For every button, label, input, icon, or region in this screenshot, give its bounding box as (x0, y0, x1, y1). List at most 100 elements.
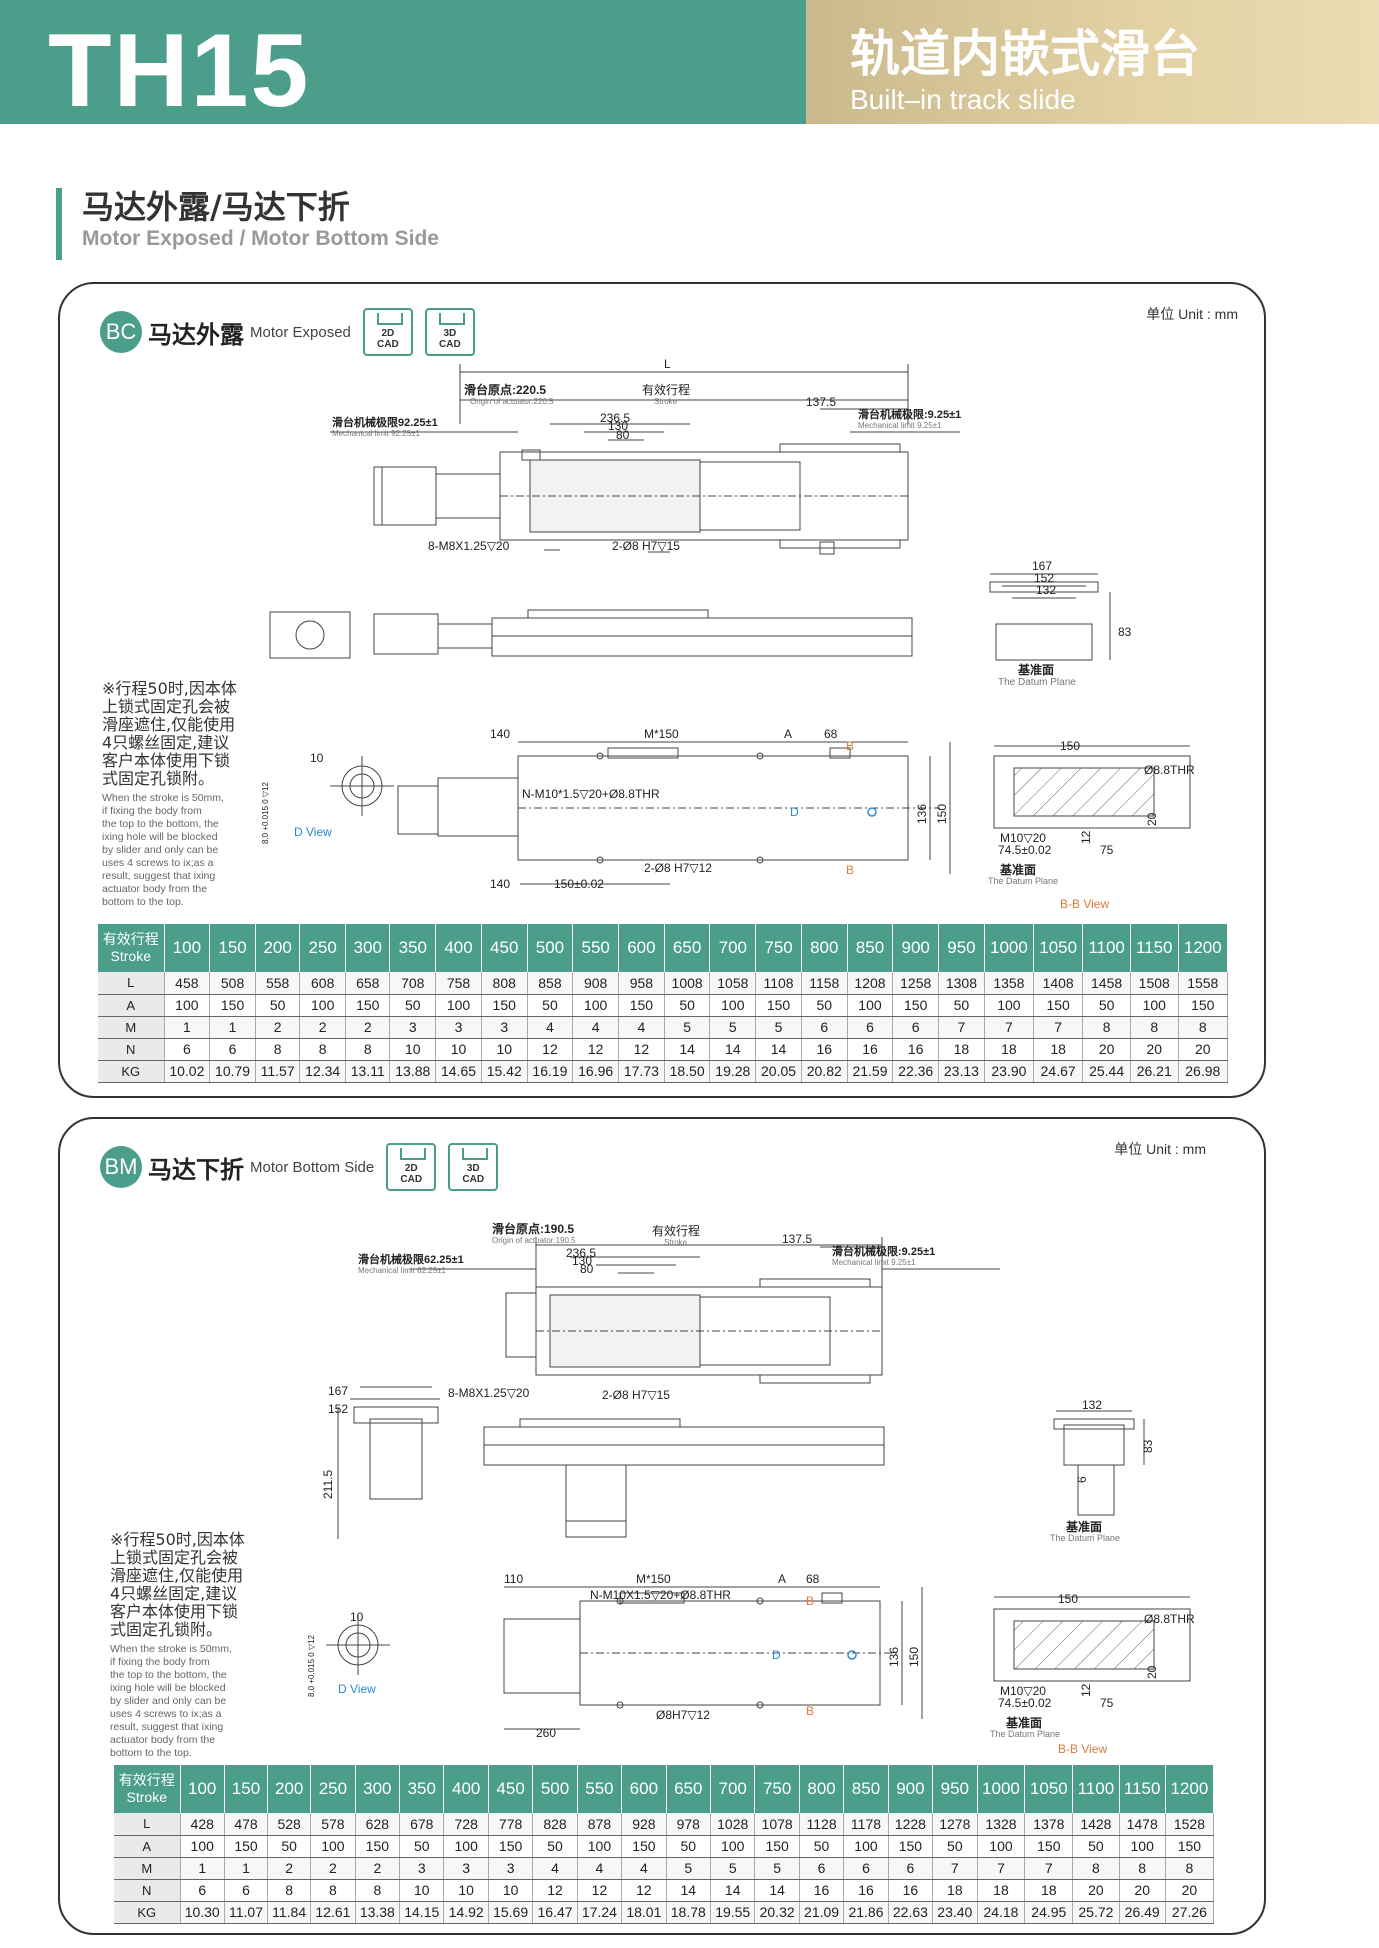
stroke-column-header: 200 (267, 1765, 312, 1813)
table-cell: 10 (389, 1038, 437, 1061)
table-cell: 8 (345, 1038, 391, 1061)
table-cell: 4 (527, 1016, 574, 1039)
table-cell: 21.09 (799, 1901, 845, 1924)
table-cell: 14 (664, 1038, 711, 1061)
table-cell: 10.02 (164, 1060, 211, 1083)
table-cell: 18.78 (666, 1901, 712, 1924)
table-cell: 18 (932, 1879, 978, 1902)
table-cell: 150 (481, 994, 528, 1017)
table-cell: 6 (801, 1016, 848, 1039)
bb-section-view (993, 1608, 1191, 1682)
dim-mech-left-cn: 滑台机械极限92.25±1 (332, 415, 438, 429)
dim-mech-right-en: Mechanical limit 9.25±1 (858, 421, 942, 430)
dim-m8-holes: 8-M8X1.25▽20 (428, 539, 510, 553)
stroke-column-header: 850 (847, 924, 894, 972)
stroke-column-header: 1100 (1082, 924, 1131, 972)
table-cell: 1228 (888, 1813, 934, 1836)
dim-260: 260 (536, 1726, 556, 1740)
table-cell: 50 (801, 994, 848, 1017)
table-cell: 5 (666, 1857, 712, 1880)
table-cell: 1378 (1024, 1813, 1074, 1836)
dim-origin-en: Origin of actuator:190.5 (492, 1236, 576, 1245)
table-cell: 12 (621, 1879, 667, 1902)
stroke50-note-en: When the stroke is 50mm,if fixing the bo… (102, 792, 224, 908)
table-cell: 100 (443, 1835, 489, 1858)
table-cell: 14.15 (399, 1901, 445, 1924)
actuator-side-view (491, 617, 913, 657)
table-cell: 1478 (1119, 1813, 1166, 1836)
table-cell: 23.90 (984, 1060, 1035, 1083)
table-cell: 150 (618, 994, 665, 1017)
cad-2d-download-icon[interactable]: 2D CAD (386, 1143, 437, 1191)
stroke-column-header: 700 (709, 924, 757, 972)
table-cell: 20 (1082, 1038, 1131, 1061)
stroke-column-header: 650 (664, 924, 711, 972)
table-cell: 16 (892, 1038, 940, 1061)
table-cell: 1408 (1033, 972, 1084, 995)
table-cell: 1 (180, 1857, 225, 1880)
stroke-column-header: 550 (572, 924, 620, 972)
stroke-column-header: 750 (755, 924, 802, 972)
table-cell: 12 (618, 1038, 665, 1061)
table-cell: 2 (299, 1016, 347, 1039)
stroke-column-header: 1050 (1024, 1765, 1074, 1813)
dim-phi8-h7: Ø8H7▽12 (656, 1708, 710, 1722)
table-cell: 12 (572, 1038, 620, 1061)
cad-2d-download-icon[interactable]: 2D CAD (362, 308, 413, 356)
table-cell: 908 (572, 972, 620, 995)
table-cell: 100 (1119, 1835, 1166, 1858)
unit-label: 单位 Unit : mm (1114, 1141, 1206, 1157)
table-cell: 100 (299, 994, 347, 1017)
table-cell: 50 (1072, 1835, 1120, 1858)
table-cell: 11.84 (267, 1901, 312, 1924)
technical-drawing-bc: L 滑台原点:220.5 Origin of actuator:220.5 有效… (261, 357, 1195, 911)
table-cell: 23.40 (932, 1901, 978, 1924)
stroke-column-header: 1150 (1119, 1765, 1166, 1813)
dim-68: 68 (824, 727, 838, 741)
table-cell: 6 (892, 1016, 940, 1039)
dim-stroke-cn: 有效行程 (642, 382, 690, 397)
table-cell: 6 (843, 1857, 889, 1880)
dim-83: 83 (1118, 625, 1132, 639)
dim-origin-cn: 滑台原点:220.5 (464, 382, 546, 397)
dim-phi8-holes: 2-Ø8 H7▽15 (602, 1388, 670, 1402)
table-cell: 150 (888, 1835, 934, 1858)
table-cell: 5 (709, 1016, 757, 1039)
panel-motor-bottom-side: BM 马达下折 Motor Bottom Side 2D CAD 3D CAD … (58, 1117, 1266, 1935)
table-cell: 50 (938, 994, 985, 1017)
stroke-column-header: 350 (399, 1765, 445, 1813)
end-view-motor (1077, 1464, 1115, 1516)
stroke-column-header: 150 (224, 1765, 269, 1813)
panel-badge: BC 马达外露 Motor Exposed 2D CAD 3D CAD (100, 308, 475, 356)
dim-bb-74-5: 74.5±0.02 (998, 1696, 1052, 1710)
table-cell: 20 (1119, 1879, 1166, 1902)
dim-phi8-h7: 2-Ø8 H7▽12 (644, 861, 712, 875)
header-title-cn: 轨道内嵌式滑台 (850, 25, 1200, 83)
bb-datum-en: The Datum Plane (990, 1729, 1060, 1739)
row-label: KG (98, 1060, 165, 1083)
stroke-column-header: 1000 (984, 924, 1035, 972)
dim-stroke-en: Stroke (664, 1238, 688, 1247)
d-view-label: D View (338, 1682, 376, 1696)
cad-3d-download-icon[interactable]: 3D CAD (448, 1143, 499, 1191)
table-cell: 858 (527, 972, 574, 995)
table-cell: 50 (389, 994, 437, 1017)
table-cell: 1158 (801, 972, 848, 995)
table-cell: 728 (443, 1813, 489, 1836)
table-cell: 1008 (664, 972, 711, 995)
row-label: L (114, 1813, 181, 1836)
dim-bb-12: 12 (1079, 830, 1093, 844)
table-cell: 50 (932, 1835, 978, 1858)
cad-3d-download-icon[interactable]: 3D CAD (424, 308, 475, 356)
dim-mech-right-cn: 滑台机械极限:9.25±1 (858, 407, 961, 421)
table-cell: 8 (267, 1879, 312, 1902)
table-cell: 1428 (1072, 1813, 1120, 1836)
table-cell: 8 (355, 1879, 401, 1902)
table-cell: 14 (755, 1038, 802, 1061)
table-cell: 50 (527, 994, 574, 1017)
